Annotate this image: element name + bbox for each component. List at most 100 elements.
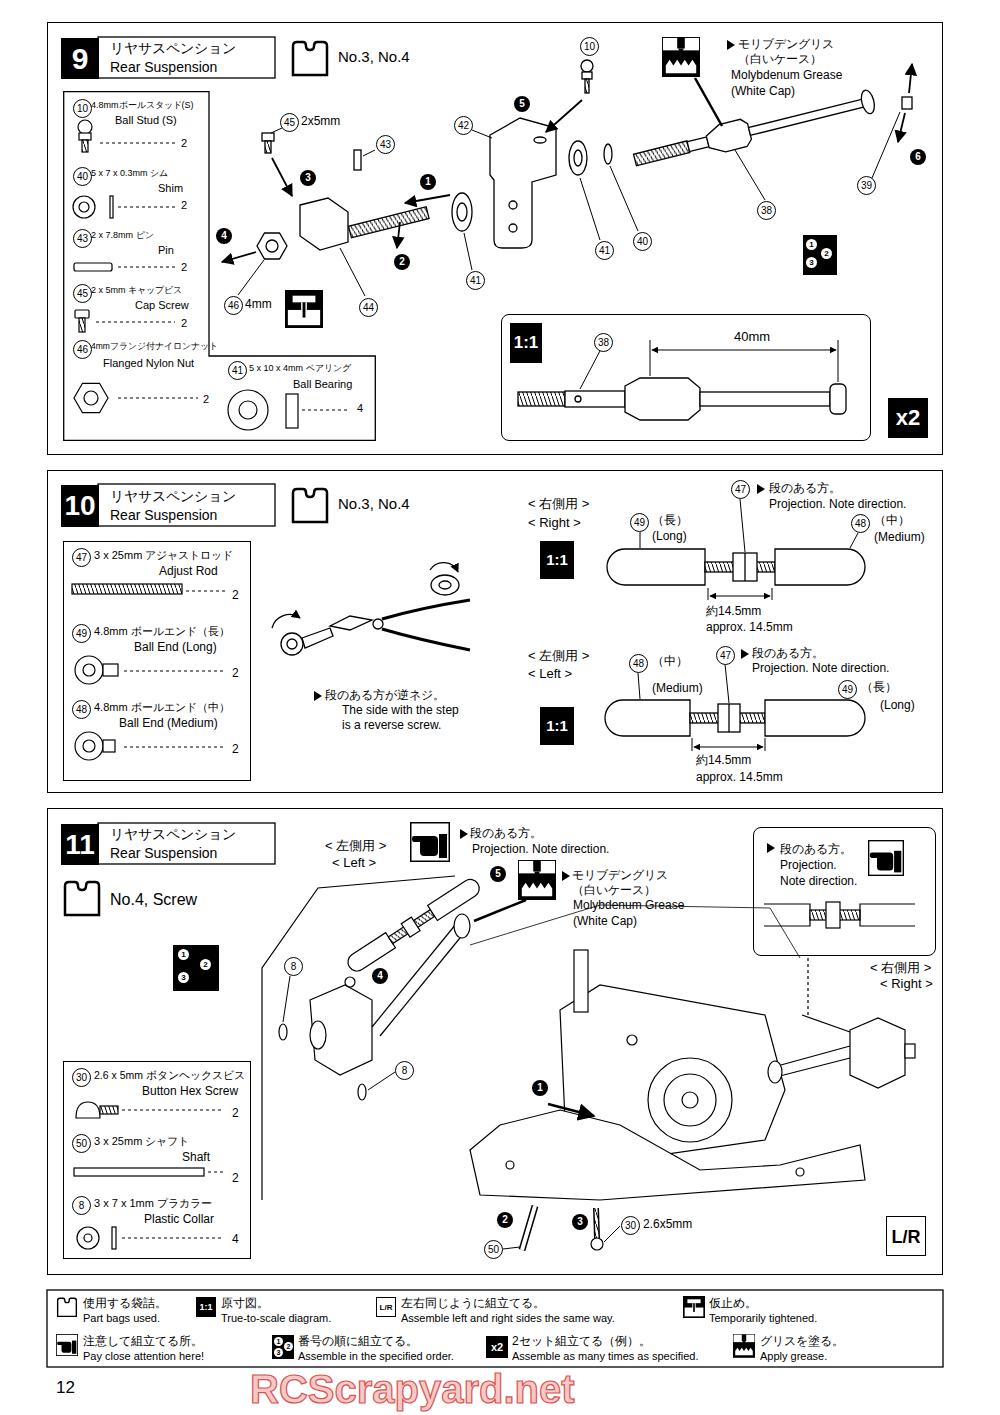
legend-text: 左右同じように組立てる。 xyxy=(401,1296,545,1310)
legend-text: Assemble as many times as specified. xyxy=(512,1350,698,1363)
legend-text: Assemble left and right sides the same w… xyxy=(401,1312,615,1325)
quantity-dash xyxy=(96,322,175,323)
note-text: Plastic Collar xyxy=(144,1212,214,1226)
note-text: モリブデングリス xyxy=(572,868,668,882)
adjust-rod-drawing xyxy=(765,738,766,751)
quantity: 2 xyxy=(232,742,239,756)
pointer-triangle xyxy=(727,40,735,50)
note-text: （中） xyxy=(652,654,688,668)
note-text: < Left > xyxy=(528,666,572,682)
note-text: リヤサスペンション xyxy=(110,40,236,57)
chassis-illustration xyxy=(522,1206,535,1250)
pliers-illustration xyxy=(302,628,333,648)
pointer-triangle xyxy=(460,829,468,839)
pliers-illustration xyxy=(272,563,470,655)
icon-label: 1:1 xyxy=(196,1297,216,1317)
scale-axle-drawing xyxy=(575,396,581,402)
note-text: < 左側用 > xyxy=(528,648,589,664)
assembly-arrow xyxy=(503,1247,520,1249)
icon-label: 1:1 xyxy=(540,707,574,745)
rear-hub-exploded-view xyxy=(509,224,517,232)
note-text: 段のある方。 xyxy=(470,826,542,840)
note-text: < 左側用 > xyxy=(325,838,386,854)
part-icon xyxy=(83,664,95,676)
note-text: 4.8mm ボールエンド（長） xyxy=(94,625,230,638)
note-text: (White Cap) xyxy=(573,914,637,928)
note-text: 4.8mmボールスタッド(S) xyxy=(91,100,194,111)
step-number: 5 xyxy=(490,866,506,882)
rear-hub-exploded-view xyxy=(300,198,348,250)
step-number: 3 xyxy=(572,1214,588,1230)
assembly-arrow xyxy=(283,976,290,1022)
part-icon xyxy=(286,394,298,428)
step-number: 5 xyxy=(514,96,530,112)
callout-number: 46 xyxy=(224,296,243,315)
callout-number: 40 xyxy=(633,232,652,251)
title-box-outline xyxy=(47,1290,943,1367)
note-text: Shaft xyxy=(182,1150,210,1164)
rear-hub-exploded-view xyxy=(569,141,587,175)
icon-symbol xyxy=(285,290,323,328)
scale-axle-drawing xyxy=(625,378,700,420)
chassis-illustration xyxy=(358,1084,366,1100)
sequence-number: 3 xyxy=(178,972,189,983)
pliers-illustration xyxy=(330,616,372,630)
note-text: < 右側用 > xyxy=(528,496,589,512)
note-text: Ball End (Long) xyxy=(134,640,217,654)
note-text: No.3, No.4 xyxy=(338,495,410,513)
callout-number: 41 xyxy=(595,241,614,260)
rear-hub-exploded-view xyxy=(632,87,877,174)
rear-hub-exploded-view xyxy=(902,97,912,109)
adjust-rod-drawing xyxy=(850,533,858,548)
chassis-illustration xyxy=(768,1061,782,1083)
leader-line xyxy=(610,166,638,231)
note-text: (Medium) xyxy=(874,530,925,544)
chassis-illustration xyxy=(345,933,396,975)
pointer-triangle xyxy=(741,649,749,659)
part-icon xyxy=(75,732,103,760)
rear-hub-exploded-view xyxy=(265,141,271,153)
adjust-rod-drawing xyxy=(765,700,865,736)
sequence-number: 3 xyxy=(274,1348,283,1357)
assembly-arrow xyxy=(548,1104,594,1116)
icon-symbol xyxy=(733,1334,755,1357)
note-text: 2 x 7.8mm ピン xyxy=(91,230,154,241)
callout-number: 38 xyxy=(594,333,613,352)
quantity: 2 xyxy=(181,199,187,212)
chassis-illustration xyxy=(664,1074,716,1126)
icon-symbol xyxy=(803,235,837,275)
note-text: < 右側用 > xyxy=(870,960,931,976)
leader-line xyxy=(472,130,492,138)
parts-list-outline xyxy=(64,92,376,441)
callout-number: 45 xyxy=(73,284,92,303)
callout-number: 8 xyxy=(72,1196,91,1215)
pliers-illustration xyxy=(431,575,459,595)
icon-label: 1:1 xyxy=(510,323,542,363)
scale-axle-drawing xyxy=(565,391,625,407)
chassis-illustration xyxy=(470,1110,865,1200)
adjust-rod-drawing xyxy=(725,664,729,703)
leader-line xyxy=(464,233,472,270)
note-text: Pin xyxy=(158,244,174,257)
note-text: リヤサスペンション xyxy=(110,488,236,505)
rear-hub-exploded-view xyxy=(634,141,690,166)
scale-axle-drawing xyxy=(838,340,839,382)
scale-axle-drawing xyxy=(650,340,651,376)
pliers-illustration xyxy=(272,615,300,628)
icon-symbol xyxy=(58,1298,77,1316)
legend-text: 2セット組立てる（例）。 xyxy=(512,1334,651,1348)
legend-text: Pay close attention here! xyxy=(83,1350,204,1363)
pointer-triangle xyxy=(314,691,322,701)
pointer-triangle xyxy=(562,871,570,881)
icon-symbol xyxy=(293,42,327,75)
adjust-rod-drawing xyxy=(692,738,693,751)
part-icon xyxy=(73,196,95,218)
note-text: Projection. Note direction. xyxy=(472,842,609,856)
adjust-rod-drawing xyxy=(708,588,709,600)
chassis-illustration xyxy=(826,902,840,928)
rear-hub-exploded-view xyxy=(349,207,430,238)
adjust-rod-drawing xyxy=(740,499,745,552)
parts-list: 473 x 25mm アジャストロッドAdjust Rod2494.8mm ボー… xyxy=(63,541,251,781)
legend-text: 注意して組立てる所。 xyxy=(83,1334,203,1348)
sequence-number: 2 xyxy=(284,1342,293,1351)
